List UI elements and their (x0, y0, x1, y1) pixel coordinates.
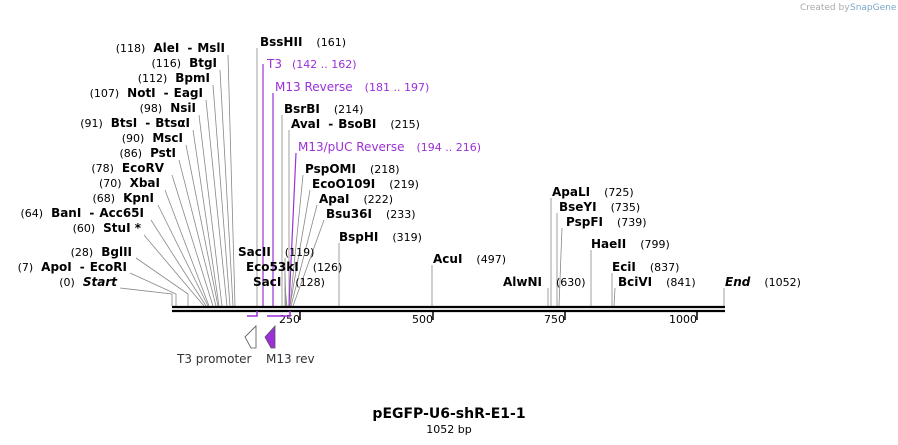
site-label-bsphi: BspHI(319) (339, 230, 422, 244)
plasmid-length: 1052 bp (426, 423, 471, 436)
site-label-noti: (107)NotI-EagI (90, 86, 203, 100)
site-label-start: (0)Start (59, 275, 118, 289)
site-label-kpni: (68)KpnI (93, 191, 155, 205)
credit-brand: SnapGene (850, 3, 897, 13)
leader-lines (119, 48, 725, 307)
site-label-alei: (118)AleI-MslI (116, 41, 225, 55)
axis-label-1000: 1000 (669, 313, 697, 326)
plasmid-title: pEGFP-U6-shR-E1-1 (372, 406, 525, 422)
site-label-bsrbi: BsrBI(214) (284, 102, 363, 116)
site-label-stui: (60)StuI * (73, 221, 142, 235)
site-label-apai: ApaI(222) (319, 192, 393, 206)
site-label-eco53ki: Eco53kI(126) (246, 260, 342, 274)
site-label-avai: AvaI-BsoBI(215) (291, 117, 420, 131)
m13-rev-arrow[interactable] (264, 324, 276, 349)
site-label-saci: SacI(128) (253, 275, 325, 289)
right-site-labels: BssHII(161) T3(142 .. 162) M13 Reverse(1… (238, 35, 801, 289)
site-label-acui: AcuI(497) (433, 252, 506, 266)
site-label-bani: (64)BanI-Acc65I (20, 206, 144, 220)
site-label-bsshii: BssHII(161) (260, 35, 346, 49)
t3-promoter-arrow[interactable] (244, 325, 257, 349)
axis-label-500: 500 (412, 313, 433, 326)
site-label-bcivi: BciVI(841) (618, 275, 696, 289)
site-label-btsi: (91)BtsI-BtsαI (80, 116, 190, 130)
site-label-pspfi: PspFI(739) (566, 215, 647, 229)
site-label-btgi: (116)BtgI (151, 56, 217, 70)
feature-label-t3-promoter: T3 promoter (176, 352, 252, 366)
axis-label-750: 750 (544, 313, 565, 326)
site-label-m13-puc-reverse: M13/pUC Reverse(194 .. 216) (298, 140, 481, 154)
site-label-psti: (86)PstI (119, 146, 176, 160)
site-label-xbai: (70)XbaI (99, 176, 160, 190)
site-label-t3: T3(142 .. 162) (266, 57, 357, 71)
site-label-psopomi: PspOMI(218) (305, 162, 400, 176)
feature-bracket-right (267, 311, 291, 317)
site-label-bpmi: (112)BpmI (138, 71, 210, 85)
axis-ticks: 250 500 750 1000 (279, 312, 698, 326)
site-label-sacii: SacII(119) (238, 245, 314, 259)
site-label-ecii: EciI(837) (612, 260, 679, 274)
site-label-haeii: HaeII(799) (591, 237, 670, 251)
site-label-m13-reverse: M13 Reverse(181 .. 197) (275, 80, 429, 94)
site-label-apali: ApaLI(725) (552, 185, 634, 199)
site-label-apoi: (7)ApoI-EcoRI (18, 260, 127, 274)
site-label-end: End(1052) (725, 275, 801, 289)
left-site-labels: (118)AleI-MslI (116)BtgI (112)BpmI (107)… (18, 41, 225, 289)
site-label-ecorv: (78)EcoRV (91, 161, 164, 175)
feature-label-m13-rev: M13 rev (266, 352, 315, 366)
site-label-nsii: (98)NsiI (140, 101, 196, 115)
site-label-bsu36i: Bsu36I(233) (326, 207, 416, 221)
site-label-msci: (90)MscI (122, 131, 183, 145)
site-label-alwni: AlwNI(630) (503, 275, 586, 289)
credit-text: Created by (800, 3, 850, 13)
site-label-bglii: (28)BglII (71, 245, 132, 259)
site-label-ecoo109i: EcoO109I(219) (312, 177, 419, 191)
site-label-bseyi: BseYI(735) (559, 200, 640, 214)
feature-bracket-left (247, 311, 258, 317)
